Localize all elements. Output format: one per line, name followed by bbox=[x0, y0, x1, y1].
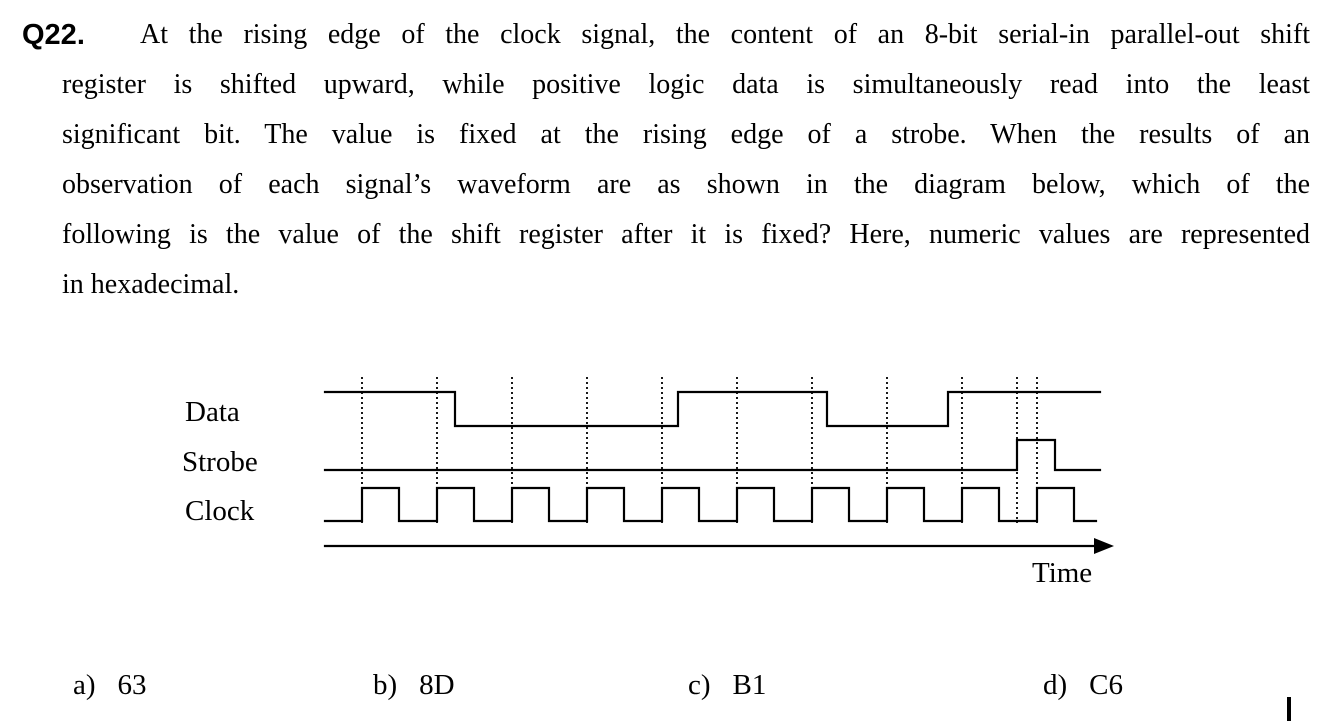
option-b: b) 8D bbox=[373, 668, 455, 702]
time-axis-label: Time bbox=[1032, 557, 1093, 589]
option-d: d) C6 bbox=[1043, 668, 1123, 702]
signal-label-clock: Clock bbox=[185, 495, 255, 527]
option-b-value: 8D bbox=[419, 669, 455, 701]
option-d-label: d) bbox=[1043, 669, 1068, 701]
signal-label-data: Data bbox=[185, 396, 240, 428]
question-number: Q22. bbox=[22, 19, 85, 51]
option-b-label: b) bbox=[373, 669, 398, 701]
option-a-label: a) bbox=[73, 669, 96, 701]
question-line: observation of each signal’s waveform ar… bbox=[62, 169, 1310, 200]
page-edge-mark bbox=[1287, 697, 1291, 721]
question-line: following is the value of the shift regi… bbox=[62, 219, 1310, 250]
option-c-value: B1 bbox=[732, 669, 767, 701]
question-line: At the rising edge of the clock signal, … bbox=[140, 19, 1310, 50]
waveform-data bbox=[323, 390, 1102, 428]
waveform-clock bbox=[323, 486, 1098, 523]
option-a: a) 63 bbox=[73, 668, 147, 702]
waveform-strobe bbox=[323, 438, 1102, 472]
question-line: significant bit. The value is fixed at t… bbox=[62, 119, 1310, 150]
question-line: register is shifted upward, while positi… bbox=[62, 69, 1310, 100]
signal-label-strobe: Strobe bbox=[182, 446, 258, 478]
option-c-label: c) bbox=[688, 669, 711, 701]
option-d-value: C6 bbox=[1089, 669, 1124, 701]
time-axis-arrowhead-icon bbox=[1094, 538, 1114, 554]
question-line: in hexadecimal. bbox=[62, 269, 240, 300]
option-a-value: 63 bbox=[117, 669, 147, 701]
question-text: At the rising edge of the clock signal, … bbox=[62, 10, 1310, 310]
option-c: c) B1 bbox=[688, 668, 766, 702]
